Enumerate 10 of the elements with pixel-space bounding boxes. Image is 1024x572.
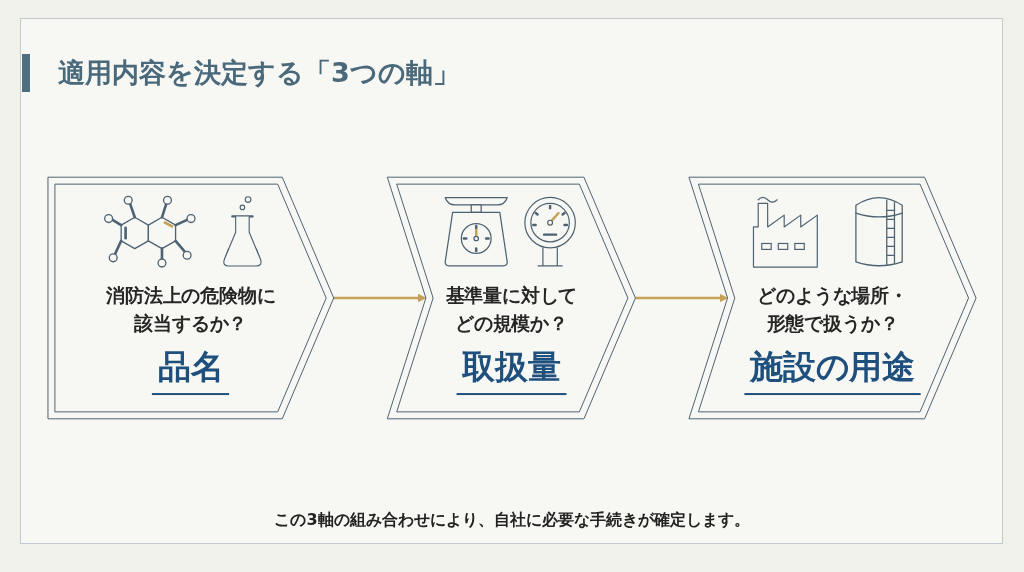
question-text: どのような場所・形態で扱うか？ bbox=[756, 283, 909, 336]
term-heading: 取扱量 bbox=[456, 346, 567, 396]
title: 適用内容を決定する「3つの軸」 bbox=[58, 56, 460, 90]
term-heading: 施設の用途 bbox=[744, 346, 921, 396]
arrow bbox=[333, 293, 427, 303]
caption: この3軸の組み合わせにより、自社に必要な手続きが確定します。 bbox=[273, 510, 751, 531]
term-heading: 品名 bbox=[152, 346, 230, 396]
arrow bbox=[635, 293, 728, 303]
question-text: 消防法上の危険物に該当するか？ bbox=[105, 283, 277, 336]
question-text: 基準量に対してどの規模か？ bbox=[444, 283, 579, 336]
